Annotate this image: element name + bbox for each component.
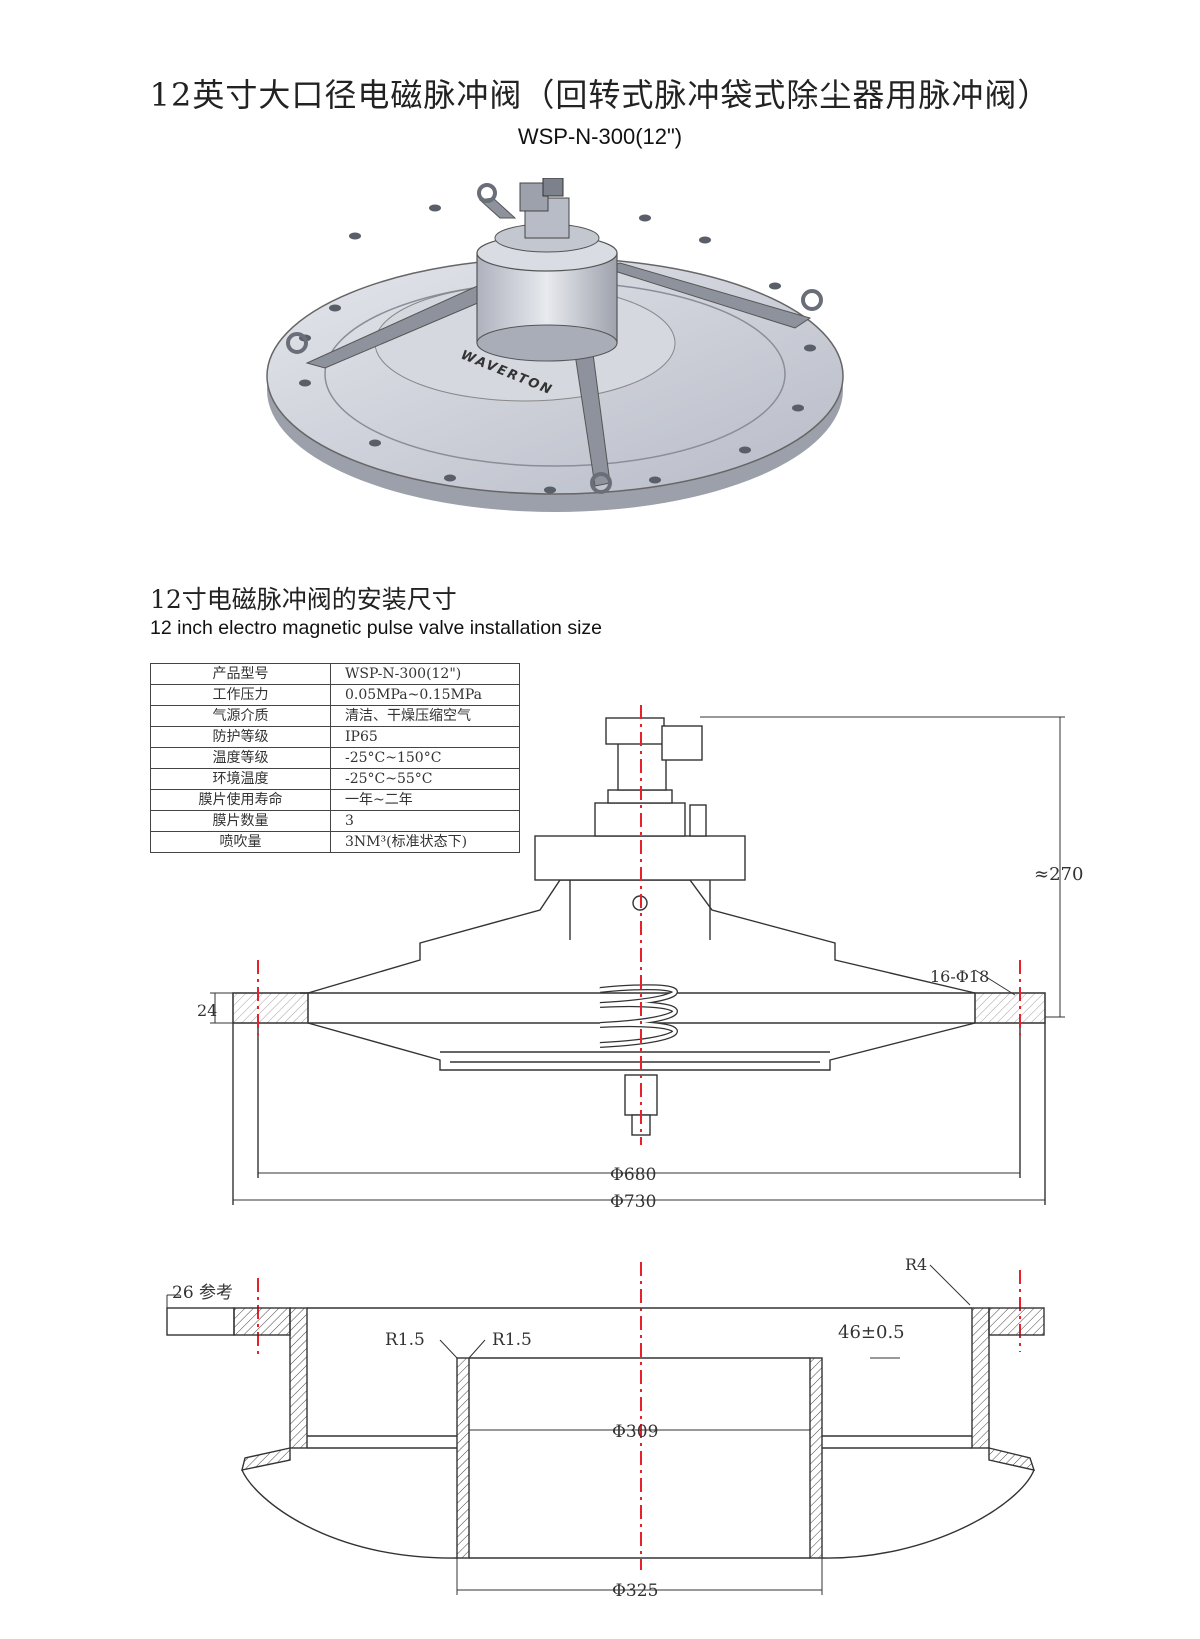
spec-value: 3 (330, 810, 520, 832)
section-view (166, 1264, 1045, 1595)
spec-value: 3NM³(标准状态下) (330, 831, 520, 853)
dim-d730: Φ730 (610, 1192, 656, 1212)
spec-key: 环境温度 (150, 768, 331, 790)
spec-key: 膜片数量 (150, 810, 331, 832)
lifting-eyes (286, 183, 823, 494)
valve-body (476, 178, 618, 362)
dim-r15-left: R1.5 (385, 1330, 425, 1350)
spec-value: 0.05MPa~0.15MPa (330, 684, 520, 706)
table-row: 气源介质清洁、干燥压缩空气 (150, 705, 520, 727)
table-row: 温度等级-25°C~150°C (150, 747, 520, 769)
spec-value: 清洁、干燥压缩空气 (330, 705, 520, 727)
spec-value: -25°C~150°C (330, 747, 520, 769)
dim-holes: 16-Φ18 (930, 967, 989, 986)
dim-depth: 46±0.5 (838, 1322, 905, 1343)
spec-value: -25°C~55°C (330, 768, 520, 790)
dim-height: ≈270 (1034, 864, 1083, 885)
spec-key: 工作压力 (150, 684, 331, 706)
spec-value: WSP-N-300(12") (330, 663, 520, 685)
spec-value: IP65 (330, 726, 520, 748)
dim-r4: R4 (905, 1255, 927, 1274)
section-title-en: 12 inch electro magnetic pulse valve ins… (150, 617, 602, 639)
spec-value: 一年~二年 (330, 789, 520, 811)
spec-key: 防护等级 (150, 726, 331, 748)
section-title-cn: 12寸电磁脉冲阀的安装尺寸 (150, 585, 457, 614)
dim-thickness: 24 (197, 1001, 217, 1020)
product-photo: WAVERTON (266, 178, 844, 512)
page-title: 12英寸大口径电磁脉冲阀（回转式脉冲袋式除尘器用脉冲阀） (149, 76, 1051, 114)
model-number: WSP-N-300(12") (517, 124, 683, 149)
dim-r15-right: R1.5 (492, 1330, 532, 1350)
dim-ref26: 26 参考 (172, 1283, 233, 1303)
spec-key: 气源介质 (150, 705, 331, 727)
bolt-holes (299, 204, 816, 494)
table-row: 环境温度-25°C~55°C (150, 768, 520, 790)
spec-key: 产品型号 (150, 663, 331, 685)
dim-d325: Φ325 (612, 1581, 658, 1601)
dim-d309: Φ309 (612, 1422, 658, 1442)
spec-key: 温度等级 (150, 747, 331, 769)
dim-d680: Φ680 (610, 1165, 656, 1185)
spec-key: 膜片使用寿命 (150, 789, 331, 811)
spec-key: 喷吹量 (150, 831, 331, 853)
table-row: 膜片使用寿命一年~二年 (150, 789, 520, 811)
